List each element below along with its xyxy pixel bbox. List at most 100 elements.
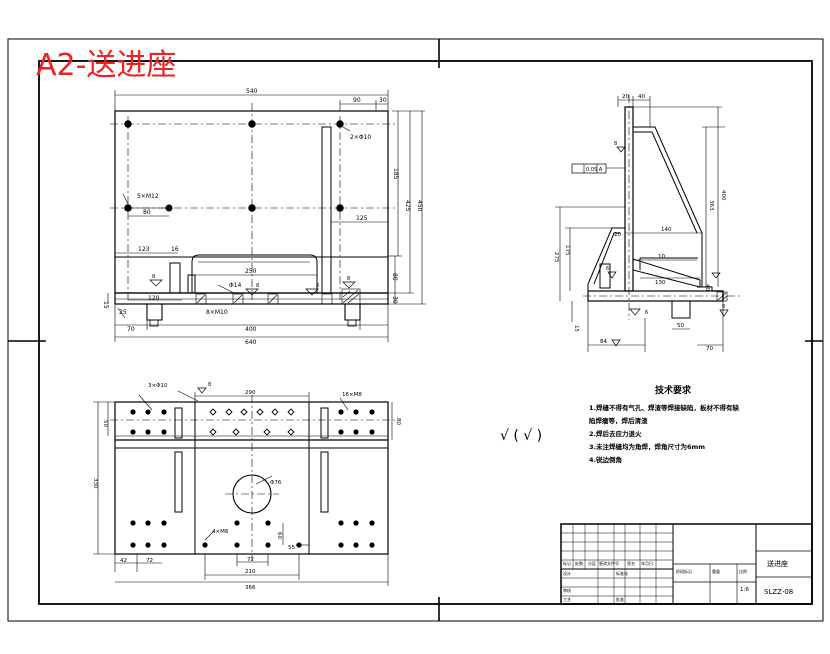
tb-cell: 批准 xyxy=(616,596,624,602)
dim-front-120: 120 xyxy=(148,295,160,302)
sheet-title: A2-送进座 xyxy=(36,48,176,83)
dim-front-h2: 425 xyxy=(404,200,411,212)
tech-heading: 技术要求 xyxy=(655,384,692,396)
front-view-dims: 540 90 30 2×Φ10 185 425 450 5×M12 80 125… xyxy=(102,88,423,346)
bolt-holes xyxy=(130,409,375,548)
dim-front-70: 70 xyxy=(127,326,135,333)
dim-top-16m8: 16×M8 xyxy=(342,392,362,398)
dim-front-width: 540 xyxy=(246,88,258,95)
tb-cell: 标准化 xyxy=(616,570,628,576)
tech-line: 1.焊缝不得有气孔、焊渣等焊接缺陷，板材不得有缺 xyxy=(589,403,739,412)
tech-requirements: 技术要求 1.焊缝不得有气孔、焊渣等焊接缺陷，板材不得有缺 陷焊瘤等，焊后清渣 … xyxy=(589,384,739,464)
dim-front-123: 123 xyxy=(138,246,150,253)
dim-side-84: 84 xyxy=(600,339,607,345)
dim-front-15: 15 xyxy=(102,301,109,309)
dim-side-40b: 40 xyxy=(704,284,710,291)
dim-front-r30: 30 xyxy=(391,296,398,304)
tech-line: 4.锐边倒角 xyxy=(589,455,622,464)
weld-label: 8 xyxy=(316,283,319,289)
dim-side-15: 15 xyxy=(573,325,579,332)
dim-side-10: 10 xyxy=(658,254,665,260)
top-view-dims: 3×Φ10 8 290 16×M8 50 80 330 Φ76 4×M8 60 … xyxy=(92,382,401,591)
front-plate xyxy=(114,110,389,294)
dim-front-hole: 2×Φ10 xyxy=(350,134,371,141)
dim-top-55: 55 xyxy=(288,545,295,551)
dim-side-40: 40 xyxy=(638,94,645,100)
tech-line: 陷焊瘤等，焊后清渣 xyxy=(589,416,648,425)
side-weld-labels: 8 6 6 8 xyxy=(606,141,725,316)
tb-cell: 审核 xyxy=(563,587,571,593)
tb-cell: 重量 xyxy=(712,568,720,574)
dim-front-r80: 80 xyxy=(391,273,398,281)
weld-label: 8 xyxy=(256,283,259,289)
dim-front-80: 80 xyxy=(143,209,151,216)
dim-front-250: 250 xyxy=(245,268,257,275)
dim-side-20: 20 xyxy=(622,94,629,100)
centering-marks xyxy=(8,39,823,621)
dim-top-3h: 3×Φ10 xyxy=(148,383,168,389)
dim-side-140: 140 xyxy=(661,227,672,233)
side-view xyxy=(555,95,740,352)
tb-scale: 1:6 xyxy=(740,587,749,593)
outer-frame xyxy=(7,38,824,622)
side-view-dims: 20 40 363 400 275 175 140 10 130 20 40 1… xyxy=(553,94,726,352)
dim-front-8m10: 8×M10 xyxy=(206,309,228,316)
dim-top-210: 210 xyxy=(245,569,256,575)
dim-side-363: 363 xyxy=(708,200,714,211)
tb-cell: 分区 xyxy=(588,560,596,566)
top-plate xyxy=(114,401,389,555)
tech-line: 2.焊后去应力退火 xyxy=(589,429,642,438)
tb-cell: 阶段标记 xyxy=(676,568,692,574)
title-block xyxy=(560,523,813,605)
tb-cell: 处数 xyxy=(575,560,583,566)
dim-top-76: Φ76 xyxy=(270,480,282,486)
dim-front-h3: 450 xyxy=(416,200,423,212)
tb-part-name: 送进座 xyxy=(767,559,788,568)
weld-label: 6 xyxy=(645,310,648,316)
weld-label: 8 xyxy=(347,276,350,282)
tb-cell: 更改文件号 xyxy=(599,560,619,566)
dim-side-400: 400 xyxy=(720,190,726,201)
dim-front-top-b: 30 xyxy=(379,97,387,104)
tb-drawing-no: SLZZ-08 xyxy=(764,588,793,596)
dim-top-72b: 72 xyxy=(247,557,254,563)
dim-side-20b: 20 xyxy=(614,232,621,238)
dim-front-125: 125 xyxy=(356,215,368,222)
tb-cell: 比例 xyxy=(739,568,747,574)
dim-top-330: 330 xyxy=(92,478,98,489)
dim-front-h1: 185 xyxy=(392,168,399,180)
dim-top-50: 50 xyxy=(102,420,108,427)
tb-cell: 签名 xyxy=(627,560,635,566)
dim-top-366: 366 xyxy=(245,585,256,591)
tb-cell: 年月日 xyxy=(641,560,653,566)
roughness-symbol: √ ( √ ) xyxy=(500,428,542,444)
dim-side-70: 70 xyxy=(706,346,713,352)
front-view xyxy=(107,90,426,342)
dim-front-400: 400 xyxy=(245,326,257,333)
dim-side-175: 175 xyxy=(564,245,570,256)
tb-cell: 设计 xyxy=(563,570,571,576)
tolerance-frame: 0.05 A xyxy=(586,167,603,173)
dim-side-50: 50 xyxy=(677,323,684,329)
tech-line: 3.未注焊缝均为角焊，焊角尺寸为6mm xyxy=(589,442,705,451)
weld-label: 8 xyxy=(722,304,725,310)
inner-frame xyxy=(38,60,813,605)
dim-top-72a: 72 xyxy=(146,558,153,564)
dim-front-16: 16 xyxy=(171,246,179,253)
diamond-holes xyxy=(209,408,295,436)
front-weld-labels: 8 8 8 8 xyxy=(152,274,350,289)
dim-top-42: 42 xyxy=(120,558,127,564)
weld-label: 6 xyxy=(606,266,609,272)
dim-top-60: 60 xyxy=(276,532,282,539)
dim-side-130: 130 xyxy=(655,280,666,286)
dim-side-275: 275 xyxy=(553,252,559,263)
title-block-text: 标记 处数 分区 更改文件号 签名 年月日 设计 标准化 阶段标记 重量 比例 … xyxy=(563,560,747,602)
tb-cell: 工艺 xyxy=(563,597,571,602)
tb-cell: 标记 xyxy=(563,560,571,566)
dim-top-4m8: 4×M8 xyxy=(212,529,229,535)
dim-top-80: 80 xyxy=(395,418,401,425)
top-view xyxy=(93,387,395,586)
dim-front-25: 25 xyxy=(119,309,127,316)
dim-front-top-a: 90 xyxy=(353,97,361,104)
dim-front-note: 5×M12 xyxy=(137,193,159,200)
